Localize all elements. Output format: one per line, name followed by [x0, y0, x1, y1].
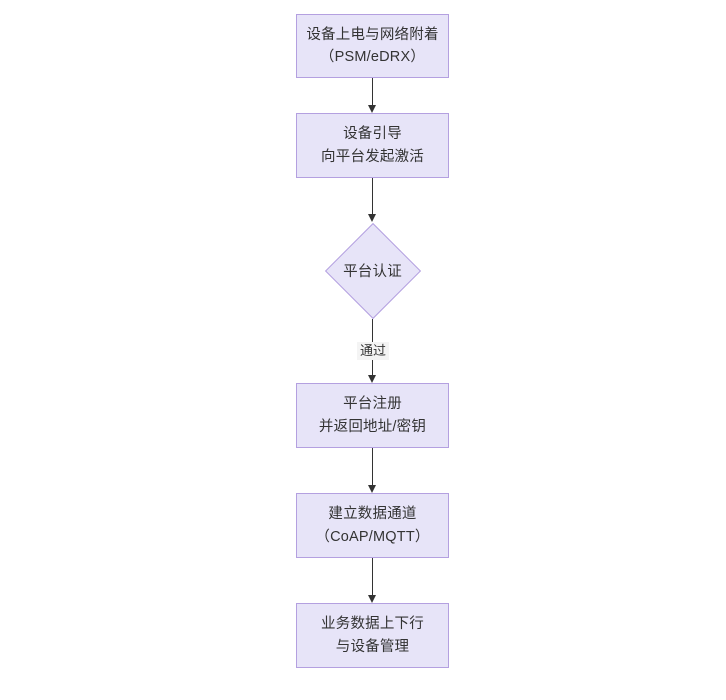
arrowhead-icon — [368, 375, 376, 383]
flow-node-data-channel[interactable]: 建立数据通道 （CoAP/MQTT） — [296, 493, 449, 558]
flow-node-device-bootstrap[interactable]: 设备引导 向平台发起激活 — [296, 113, 449, 178]
node-line: 建立数据通道 — [328, 506, 417, 523]
flow-edge-1 — [368, 78, 376, 113]
node-line: 平台注册 — [343, 396, 402, 413]
node-line: 与设备管理 — [335, 638, 410, 655]
node-line: 设备引导 — [343, 126, 402, 143]
flow-edge-2 — [368, 178, 376, 222]
node-line: 并返回地址/密钥 — [318, 418, 427, 435]
flow-edge-5 — [368, 558, 376, 603]
node-line: 业务数据上下行 — [321, 616, 424, 633]
flow-edge-label-pass: 通过 — [356, 342, 390, 360]
edge-line — [372, 78, 373, 105]
flow-node-power-on[interactable]: 设备上电与网络附着 （PSM/eDRX） — [296, 14, 449, 78]
arrowhead-icon — [368, 214, 376, 222]
flow-edge-4 — [368, 448, 376, 493]
flow-node-business-data[interactable]: 业务数据上下行 与设备管理 — [296, 603, 449, 668]
node-line: （CoAP/MQTT） — [315, 528, 430, 545]
flow-node-platform-register[interactable]: 平台注册 并返回地址/密钥 — [296, 383, 449, 448]
node-line: 平台认证 — [343, 264, 402, 280]
edge-line — [372, 178, 373, 214]
arrowhead-icon — [368, 595, 376, 603]
arrowhead-icon — [368, 105, 376, 113]
node-line: 向平台发起激活 — [321, 148, 424, 165]
node-line: 设备上电与网络附着 — [306, 26, 439, 43]
node-line: （PSM/eDRX） — [319, 49, 426, 65]
edge-line — [372, 558, 373, 595]
flow-node-platform-auth[interactable]: 平台认证 — [324, 222, 421, 319]
arrowhead-icon — [368, 485, 376, 493]
edge-line — [372, 448, 373, 485]
